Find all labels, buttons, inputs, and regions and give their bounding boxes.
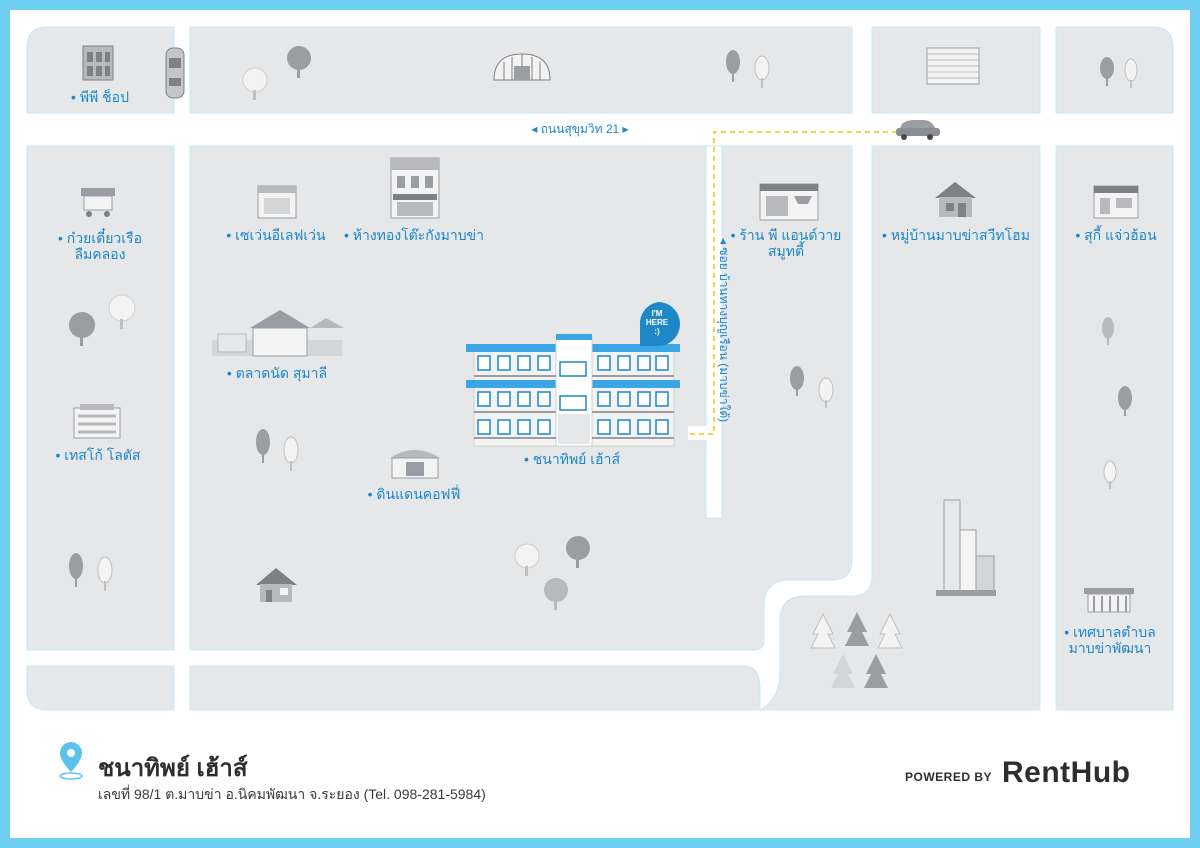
place-label-municipal[interactable]: • เทศบาลตำบล xyxy=(1064,624,1155,640)
place-label-main-building[interactable]: • ชนาทิพย์ เฮ้าส์ xyxy=(524,451,620,467)
tree-icon xyxy=(566,536,590,568)
badge-line-3: :) xyxy=(654,327,660,336)
tree-icon xyxy=(544,578,568,610)
badge-line-2: HERE xyxy=(646,318,669,327)
street-label-soi: ◂ ซอย บ้านทางบุญเรือน (มาบข่าใต้) xyxy=(716,238,731,422)
renthub-logo[interactable]: RentHub xyxy=(1002,756,1131,789)
municipal-building-icon xyxy=(1084,588,1134,613)
block-far-right xyxy=(1055,145,1174,711)
pine-tree-icon xyxy=(845,612,869,646)
market-stalls-icon xyxy=(212,310,344,357)
greenhouse-icon xyxy=(493,53,551,81)
pine-tree-icon xyxy=(864,654,888,688)
tree-icon xyxy=(283,436,299,471)
soi-entry xyxy=(688,426,708,440)
restaurant-icon xyxy=(1093,185,1139,219)
tree-icon xyxy=(1100,57,1114,86)
place-label-suki[interactable]: • สุกี้ แจ่วฮ้อน xyxy=(1075,225,1157,244)
place-label-municipal-2[interactable]: มาบข่าพัฒนา xyxy=(1069,640,1152,656)
tree-icon xyxy=(97,556,113,591)
route-line xyxy=(690,131,918,435)
place-label-coffee[interactable]: • ดินแดนคอฟฟี่ xyxy=(368,485,461,502)
tree-icon xyxy=(69,312,95,346)
store-icon xyxy=(257,185,297,219)
tree-icon xyxy=(1118,386,1132,416)
place-label-village[interactable]: • หมู่บ้านมาบข่าสวีทโฮม xyxy=(882,227,1030,244)
tree-icon xyxy=(242,67,268,100)
block-bottom-2 xyxy=(189,665,761,711)
place-label-market[interactable]: • ตลาดนัด สุมาลี xyxy=(227,365,327,382)
place-label-smoothie-2[interactable]: สมูทตี้ xyxy=(768,241,805,260)
tree-icon xyxy=(1102,317,1114,345)
tree-icon xyxy=(514,543,540,576)
main-apartment-building[interactable] xyxy=(466,334,680,447)
place-label-noodle[interactable]: • ก๋วยเตี๋ยวเรือ xyxy=(58,228,142,246)
pine-tree-icon xyxy=(810,612,836,649)
tree-icon xyxy=(69,553,83,587)
shop-building-icon xyxy=(82,45,114,81)
im-here-badge: I'M HERE :) xyxy=(639,302,680,346)
tree-icon xyxy=(1103,460,1117,489)
location-pin-icon xyxy=(59,742,83,780)
block-top-4 xyxy=(1055,26,1174,114)
tree-icon xyxy=(1124,58,1138,88)
place-label-tesco[interactable]: • เทสโก้ โลตัส xyxy=(56,447,141,463)
footer-title: ชนาทิพย์ เฮ้าส์ xyxy=(98,755,248,782)
place-label-gold-shop[interactable]: • ห้างทองโต๊ะกังมาบข่า xyxy=(344,227,484,243)
mall-building-icon xyxy=(73,404,121,439)
village-house-icon xyxy=(935,182,976,217)
badge-line-1: I'M xyxy=(652,309,663,318)
car-icon xyxy=(896,120,940,140)
smoothie-shop-icon xyxy=(759,183,819,221)
tree-icon xyxy=(790,366,804,396)
tree-icon xyxy=(818,377,834,408)
powered-by-label: POWERED BY xyxy=(905,770,993,784)
place-label-smoothie[interactable]: • ร้าน พี แอนด์วาย xyxy=(731,227,842,243)
food-cart-icon xyxy=(81,188,115,217)
parked-car-icon xyxy=(165,47,185,99)
place-label-pp-shop[interactable]: • พีพี ช็อป xyxy=(71,88,129,105)
coffee-shop-icon xyxy=(390,450,440,479)
trees xyxy=(69,46,1138,688)
skyscraper-icon xyxy=(936,499,996,596)
tree-icon xyxy=(754,55,770,88)
tree-icon xyxy=(726,50,740,82)
block-bottom-1 xyxy=(26,665,175,711)
pine-tree-icon xyxy=(877,612,903,649)
house-icon xyxy=(256,568,297,602)
gold-shop-building-icon xyxy=(390,157,440,219)
pine-tree-icon xyxy=(831,654,855,688)
tree-icon xyxy=(287,46,311,78)
street-label-main: ◂ ถนนสุขุมวิท 21 ▸ xyxy=(531,122,628,137)
place-label-noodle-2[interactable]: ลืมคลอง xyxy=(75,246,126,262)
footer-address: เลขที่ 98/1 ต.มาบข่า อ.นิคมพัฒนา จ.ระยอง… xyxy=(98,786,486,802)
place-label-seven-eleven[interactable]: • เซเว่นอีเลฟเว่น xyxy=(226,227,326,243)
office-building-icon xyxy=(926,47,980,85)
tree-icon xyxy=(108,294,136,329)
tree-icon xyxy=(256,429,270,463)
